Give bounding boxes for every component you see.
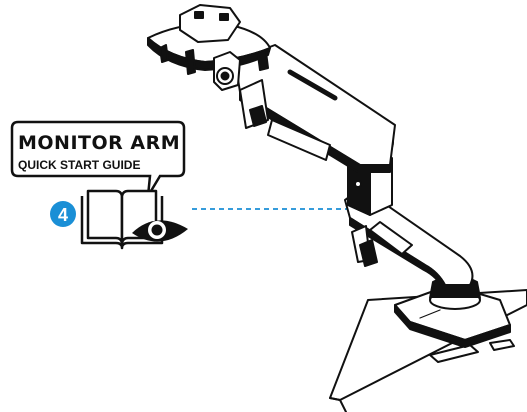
callout-subtitle: QUICK START GUIDE xyxy=(18,158,140,172)
upper-arm xyxy=(234,44,396,173)
guide-callout: MONITOR ARM QUICK START GUIDE xyxy=(10,120,186,197)
step-number: 4 xyxy=(58,205,68,225)
step-badge: 4 xyxy=(50,201,76,227)
callout-title: MONITOR ARM xyxy=(18,132,180,154)
monitor-arm-illustration xyxy=(147,4,527,412)
vesa-head xyxy=(147,4,271,91)
eye-icon xyxy=(132,220,188,242)
